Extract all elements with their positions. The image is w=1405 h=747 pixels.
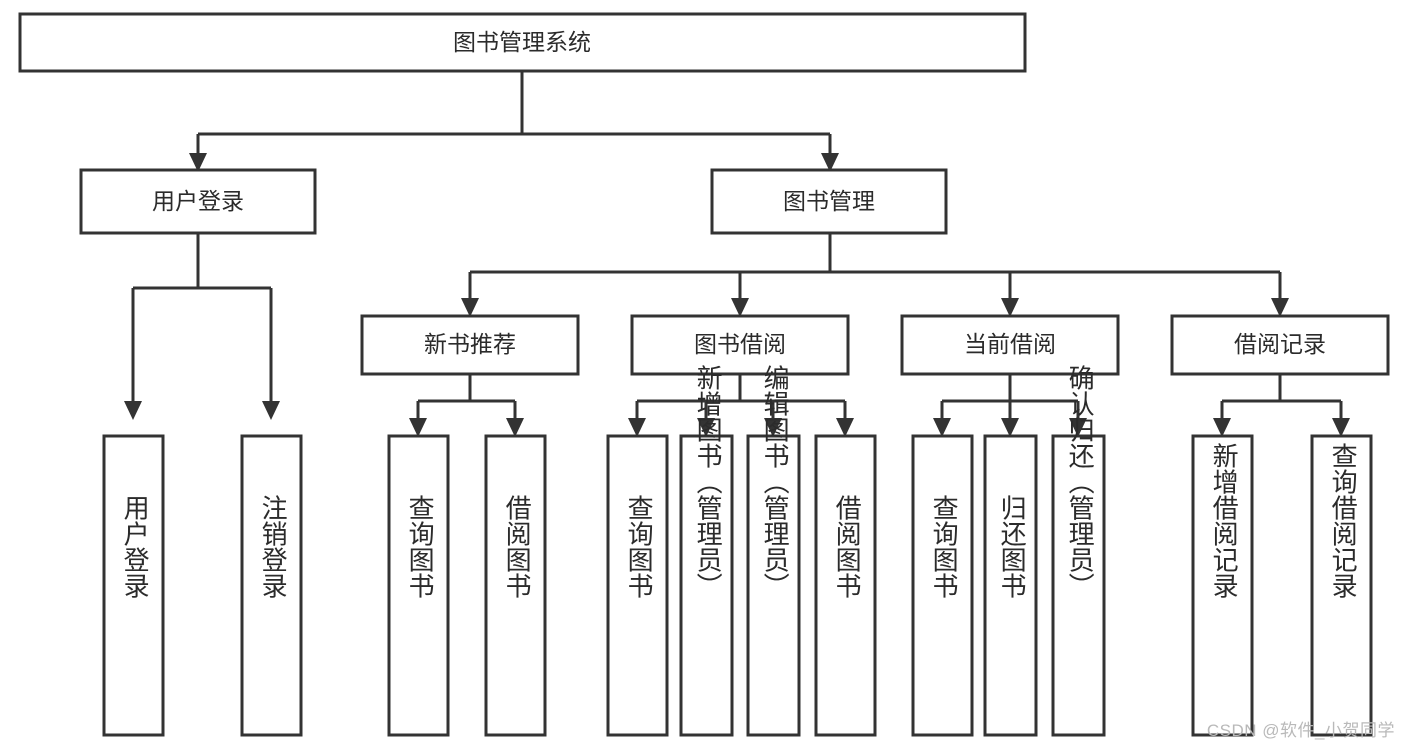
node-label-leaf-add-borrow-record: 新增借阅记录 — [1209, 442, 1239, 598]
connector-newbook-to-leaves — [409, 374, 524, 437]
node-label-leaf-edit-book: 编辑图书（管理员） — [760, 364, 790, 598]
node-new-book-recommend[interactable]: 新书推荐 — [360, 314, 580, 376]
connector-currentborrow-to-leaves — [933, 374, 1087, 437]
connector-userlogin-to-leaves — [124, 233, 280, 420]
node-label-book-management: 图书管理 — [783, 188, 875, 214]
node-borrow-record[interactable]: 借阅记录 — [1170, 314, 1390, 376]
node-leaf-add-borrow-record[interactable]: 新增借阅记录 — [1191, 434, 1254, 737]
node-label-leaf-logout: 注销登录 — [258, 494, 288, 598]
node-label-borrow-record: 借阅记录 — [1234, 331, 1326, 357]
node-leaf-edit-book[interactable]: 编辑图书（管理员） — [746, 364, 801, 737]
node-label-leaf-return-book: 归还图书 — [997, 494, 1027, 598]
node-label-leaf-borrow-book-2: 借阅图书 — [832, 494, 862, 598]
node-label-current-borrow: 当前借阅 — [964, 331, 1056, 357]
node-label-leaf-query-book-2: 查询图书 — [624, 494, 654, 598]
node-label-leaf-query-borrow-record: 查询借阅记录 — [1328, 442, 1358, 598]
node-label-book-borrow: 图书借阅 — [694, 331, 786, 357]
node-leaf-query-book-2[interactable]: 查询图书 — [606, 434, 669, 737]
connector-root-to-level2 — [189, 71, 839, 172]
node-book-borrow[interactable]: 图书借阅 — [630, 314, 850, 376]
node-label-leaf-user-login: 用户登录 — [120, 495, 150, 599]
connector-bookborrow-to-leaves — [628, 374, 854, 437]
node-label-user-login: 用户登录 — [152, 188, 244, 214]
node-leaf-confirm-return[interactable]: 确认归还（管理员） — [1051, 364, 1106, 737]
node-label-leaf-query-book-1: 查询图书 — [405, 494, 435, 598]
node-label-leaf-query-book-3: 查询图书 — [929, 494, 959, 598]
node-label-new-book-recommend: 新书推荐 — [424, 331, 516, 357]
node-label-leaf-add-book: 新增图书（管理员） — [693, 364, 723, 598]
node-leaf-query-book-1[interactable]: 查询图书 — [387, 434, 450, 737]
node-book-management[interactable]: 图书管理 — [710, 168, 948, 235]
node-leaf-query-book-3[interactable]: 查询图书 — [911, 434, 974, 737]
node-current-borrow[interactable]: 当前借阅 — [900, 314, 1120, 376]
node-leaf-return-book[interactable]: 归还图书 — [983, 434, 1038, 737]
node-leaf-borrow-book-1[interactable]: 借阅图书 — [484, 434, 547, 737]
connector-borrowrecord-to-leaves — [1213, 374, 1350, 437]
node-leaf-borrow-book-2[interactable]: 借阅图书 — [814, 434, 877, 737]
connector-bookmgmt-to-level3 — [461, 233, 1289, 317]
node-leaf-logout[interactable]: 注销登录 — [240, 434, 303, 737]
node-label-leaf-borrow-book-1: 借阅图书 — [502, 494, 532, 598]
node-leaf-user-login[interactable]: 用户登录 — [102, 434, 165, 737]
node-label-root: 图书管理系统 — [453, 29, 591, 55]
node-root-system[interactable]: 图书管理系统 — [18, 12, 1027, 73]
node-leaf-add-book[interactable]: 新增图书（管理员） — [679, 364, 734, 737]
node-label-leaf-confirm-return: 确认归还（管理员） — [1065, 364, 1095, 598]
node-user-login[interactable]: 用户登录 — [79, 168, 317, 235]
node-leaf-query-borrow-record[interactable]: 查询借阅记录 — [1310, 434, 1373, 737]
